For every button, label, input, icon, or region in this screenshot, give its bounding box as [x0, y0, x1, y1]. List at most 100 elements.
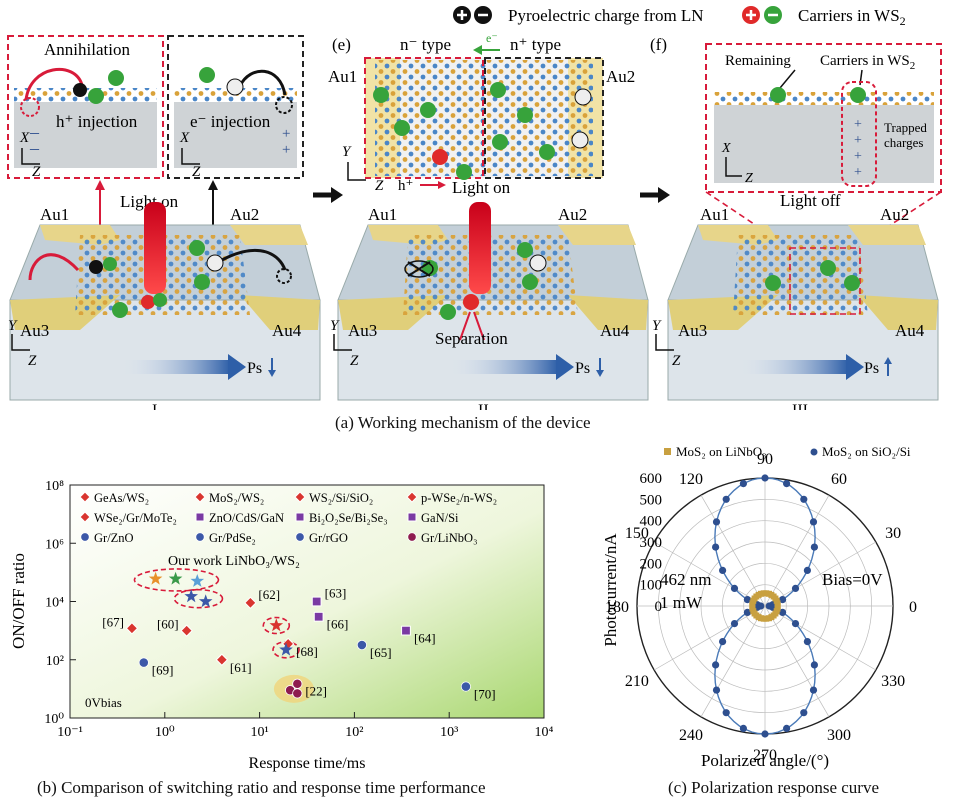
- series-sio2-point: [722, 709, 730, 717]
- series-sio2-point: [730, 584, 739, 592]
- data-point: [311, 596, 322, 607]
- stage-2: (e) n⁻ type n⁺ type e⁻ Au1 Au2 Y Z h⁺: [328, 31, 649, 410]
- svg-text:Y: Y: [330, 318, 340, 334]
- angle-tick-label: 300: [827, 727, 851, 744]
- svg-text:Ps: Ps: [864, 360, 879, 377]
- svg-text:+: +: [282, 142, 290, 158]
- electron-icon: [764, 6, 782, 24]
- angle-tick-label: 210: [625, 673, 649, 690]
- au4-pad: [240, 295, 320, 330]
- svg-text:Z: Z: [32, 164, 41, 180]
- legend-label: Gr/ZnO: [94, 531, 134, 545]
- chart-b-points: [67][60][62][61][68][63][66][64][65][69]…: [102, 568, 496, 703]
- svg-text:II: II: [478, 402, 489, 410]
- power-label: 1 mW: [660, 593, 703, 612]
- photocurrent-axis-label: Photocurrent/nA: [601, 533, 620, 647]
- point-label: [69]: [152, 663, 174, 678]
- data-point: [215, 653, 229, 666]
- annihilation-inset: [7, 35, 164, 179]
- pyro-label: Pyroelectric charge from LN: [508, 6, 704, 25]
- legend-label: Bi₂O₂Se/Bi₂Se₃: [309, 511, 388, 525]
- series-sio2-point: [800, 709, 808, 717]
- pyro-minus-icon: [474, 6, 492, 24]
- data-point: [292, 688, 303, 699]
- radial-tick-label: 600: [640, 471, 663, 487]
- svg-text:e⁻: e⁻: [486, 31, 498, 45]
- radial-tick-label: 0: [655, 599, 663, 615]
- data-point: [279, 642, 293, 656]
- separation-label: Separation: [435, 329, 508, 348]
- series-sio2-point: [809, 686, 818, 694]
- series-sio2-point: [743, 608, 751, 616]
- x-tick-label: 10³: [440, 725, 458, 740]
- series-sio2-point: [803, 566, 811, 574]
- svg-text:Au4: Au4: [600, 321, 630, 340]
- n-plus-label: n⁺ type: [510, 35, 561, 54]
- svg-text:Au1: Au1: [368, 205, 397, 224]
- svg-text:Z: Z: [375, 178, 384, 194]
- injection-arrow-icon: [24, 68, 84, 101]
- series-sio2-point: [791, 620, 800, 628]
- point-label: [66]: [327, 617, 349, 632]
- series-sio2-point: [809, 518, 818, 526]
- legend-label: Gr/rGO: [309, 531, 348, 545]
- angle-spoke: [653, 605, 766, 671]
- svg-text:–: –: [29, 138, 40, 158]
- diamond-icon: [79, 491, 91, 503]
- svg-text:Au1: Au1: [700, 205, 729, 224]
- data-point: [138, 657, 149, 668]
- svg-text:Au2: Au2: [606, 67, 635, 86]
- svg-text:h⁺: h⁺: [398, 178, 413, 194]
- legend-label: Gr/PdSe₂: [209, 531, 256, 545]
- angle-tick-label: 0: [909, 599, 917, 616]
- data-point: [125, 622, 139, 635]
- y-tick-label: 10⁸: [45, 479, 64, 494]
- electron-injection-inset: [167, 35, 304, 179]
- radial-tick-label: 100: [640, 578, 663, 594]
- h-injection-label: h⁺ injection: [56, 112, 138, 131]
- data-point: [198, 594, 213, 608]
- angle-spoke: [653, 541, 766, 607]
- series-sio2-point: [719, 566, 727, 574]
- legend-label: MoS₂/WS₂: [209, 491, 264, 505]
- svg-text:Au1: Au1: [328, 67, 357, 86]
- svg-text:X: X: [19, 130, 30, 146]
- data-point: [356, 639, 367, 651]
- series-sio2-point: [810, 543, 818, 551]
- series-sio2-point: [779, 608, 787, 616]
- svg-text:+: +: [854, 165, 862, 180]
- y-tick-label: 10²: [46, 654, 64, 669]
- trapped-inset: [705, 43, 942, 193]
- series-sio2-point: [739, 480, 747, 488]
- svg-text:(f): (f): [650, 35, 667, 54]
- point-label: [67]: [102, 614, 124, 629]
- series-sio2-point: [712, 686, 721, 694]
- angle-tick-label: 240: [679, 727, 703, 744]
- legend-label: Gr/LiNbO₃: [421, 531, 477, 545]
- series-sio2-point: [712, 518, 721, 526]
- angle-spoke: [764, 605, 877, 671]
- legend-linbo3-marker: [664, 448, 671, 455]
- angle-spoke: [764, 541, 877, 607]
- point-label: [62]: [258, 587, 280, 602]
- our-work-ellipse: [133, 568, 220, 592]
- svg-text:Z: Z: [350, 353, 359, 369]
- series-sio2-point: [803, 638, 811, 646]
- legend-label: WS₂/Si/SiO₂: [309, 491, 373, 505]
- our-work-label: Our work LiNbO₃/WS₂: [168, 554, 300, 569]
- diamond-icon: [294, 491, 306, 503]
- series-sio2-point: [761, 474, 769, 482]
- series-sio2-point: [800, 495, 808, 503]
- svg-text:Trapped: Trapped: [884, 120, 927, 135]
- n-minus-label: n⁻ type: [400, 35, 451, 54]
- svg-text:Au4: Au4: [272, 321, 302, 340]
- au2-pad: [230, 225, 308, 245]
- angle-tick-label: 150: [625, 525, 649, 542]
- series-sio2-point: [712, 543, 720, 551]
- series-sio2-point: [739, 724, 747, 732]
- point-label: [22]: [305, 684, 327, 699]
- svg-text:charges: charges: [884, 135, 923, 150]
